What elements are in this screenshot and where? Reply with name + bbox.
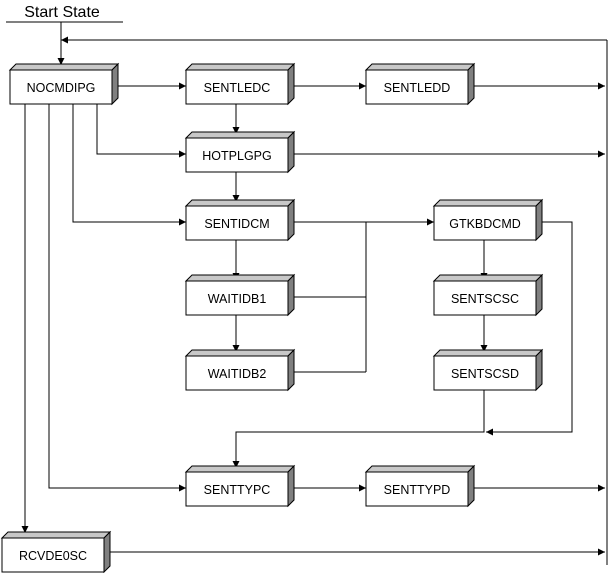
state-sentscsd[interactable]: SENTSCSD xyxy=(432,348,544,392)
state-sentscsc[interactable]: SENTSCSC xyxy=(432,273,544,317)
state-hotplgpg[interactable]: HOTPLGPG xyxy=(184,130,296,174)
state-waitidb1[interactable]: WAITIDB1 xyxy=(184,273,296,317)
state-label-sentledc: SENTLEDC xyxy=(204,81,271,95)
state-sentidcm[interactable]: SENTIDCM xyxy=(184,198,296,242)
state-label-waitidb1: WAITIDB1 xyxy=(208,292,267,306)
state-label-hotplgpg: HOTPLGPG xyxy=(202,149,271,163)
state-label-sentidcm: SENTIDCM xyxy=(204,217,269,231)
start-state-label: Start State xyxy=(24,4,100,21)
state-senttypc[interactable]: SENTTYPC xyxy=(184,464,296,508)
state-label-gtkbdcmd: GTKBDCMD xyxy=(449,217,521,231)
state-label-senttypd: SENTTYPD xyxy=(384,483,451,497)
state-sentledd[interactable]: SENTLEDD xyxy=(364,62,476,106)
state-nocmdipg[interactable]: NOCMDIPG xyxy=(8,62,120,106)
state-senttypd[interactable]: SENTTYPD xyxy=(364,464,476,508)
state-label-senttypc: SENTTYPC xyxy=(204,483,271,497)
edge-gtkbdcmd-join xyxy=(486,221,573,436)
state-sentledc[interactable]: SENTLEDC xyxy=(184,62,296,106)
edge-nocmdipg-senttypc xyxy=(48,104,186,492)
edge-nocmdipg-hotplgpg xyxy=(96,104,186,158)
state-label-sentscsd: SENTSCSD xyxy=(451,367,519,381)
state-label-sentledd: SENTLEDD xyxy=(384,81,451,95)
state-label-rcvde0sc: RCVDE0SC xyxy=(19,549,87,563)
state-label-nocmdipg: NOCMDIPG xyxy=(27,81,96,95)
state-label-waitidb2: WAITIDB2 xyxy=(208,367,267,381)
state-label-sentscsc: SENTSCSC xyxy=(451,292,519,306)
edge-nocmdipg-sentidcm xyxy=(72,104,186,226)
start-state: Start State xyxy=(6,4,123,65)
transition-edges xyxy=(21,36,608,565)
state-gtkbdcmd[interactable]: GTKBDCMD xyxy=(432,198,544,242)
state-waitidb2[interactable]: WAITIDB2 xyxy=(184,348,296,392)
edge-sentscsd-join xyxy=(232,390,485,468)
state-rcvde0sc[interactable]: RCVDE0SC xyxy=(0,530,112,573)
state-nodes: NOCMDIPG SENTLEDC SENTLEDD HOTPLGPG SENT… xyxy=(0,62,544,573)
